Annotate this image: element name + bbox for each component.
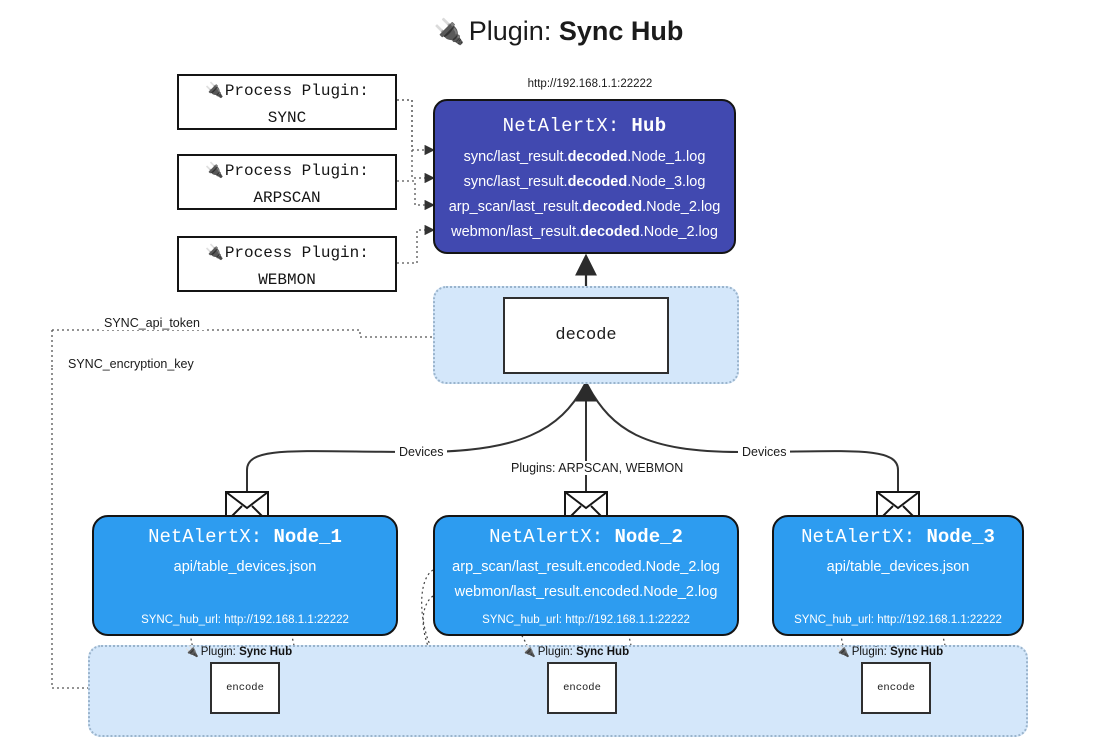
plug-icon: 🔌 bbox=[433, 18, 465, 46]
log-bold: decoded bbox=[580, 224, 640, 240]
process-plugin-label: Process Plugin: bbox=[224, 244, 369, 262]
process-plugin-sync[interactable]: 🔌Process Plugin: SYNC bbox=[177, 74, 397, 130]
process-plugin-label: Process Plugin: bbox=[224, 162, 369, 180]
log-post: .Node_3.log bbox=[627, 174, 706, 190]
hub-title: NetAlertX: Hub bbox=[435, 115, 734, 137]
node-box-node-3[interactable]: NetAlertX: Node_3 api/table_devices.json… bbox=[772, 515, 1024, 636]
process-plugin-arpscan[interactable]: 🔌Process Plugin: ARPSCAN bbox=[177, 154, 397, 210]
encode-caption-prefix: Plugin: bbox=[851, 646, 891, 658]
node-title-name: Node_3 bbox=[926, 526, 995, 548]
hub-log-line: webmon/last_result.decoded.Node_2.log bbox=[435, 220, 734, 245]
log-post: .Node_2.log bbox=[642, 199, 721, 215]
title-prefix: Plugin: bbox=[468, 16, 559, 46]
hub-url-label: http://192.168.1.1:22222 bbox=[527, 78, 653, 90]
log-post: .Node_1.log bbox=[627, 149, 706, 165]
log-pre: arp_scan/last_result. bbox=[448, 199, 583, 215]
node-title-name: Node_2 bbox=[614, 526, 683, 548]
hub-log-line: sync/last_result.decoded.Node_3.log bbox=[435, 170, 734, 195]
page-title: 🔌Plugin: Sync Hub bbox=[0, 16, 1117, 47]
encode-caption: 🔌Plugin: Sync Hub bbox=[836, 645, 943, 658]
encode-caption-name: Sync Hub bbox=[576, 646, 630, 658]
encode-box[interactable]: encode bbox=[210, 662, 280, 714]
log-pre: webmon/last_result. bbox=[451, 224, 581, 240]
log-post: .Node_2.log bbox=[639, 224, 718, 240]
log-pre: sync/last_result. bbox=[463, 174, 568, 190]
hub-box[interactable]: NetAlertX: Hub sync/last_result.decoded.… bbox=[433, 99, 736, 254]
encode-caption-prefix: Plugin: bbox=[537, 646, 577, 658]
plug-icon: 🔌 bbox=[205, 83, 224, 100]
process-plugin-name: SYNC bbox=[267, 109, 307, 127]
node-title-prefix: NetAlertX: bbox=[148, 526, 274, 548]
hub-title-prefix: NetAlertX: bbox=[502, 115, 632, 137]
log-bold: decoded bbox=[567, 174, 628, 190]
process-plugin-webmon[interactable]: 🔌Process Plugin: WEBMON bbox=[177, 236, 397, 292]
node-line: api/table_devices.json bbox=[826, 559, 970, 575]
node-hub-url: SYNC_hub_url: http://192.168.1.1:22222 bbox=[794, 614, 1002, 626]
label-sync-encryption-key: SYNC_encryption_key bbox=[64, 357, 198, 371]
log-pre: sync/last_result. bbox=[463, 149, 568, 165]
label-devices-left: Devices bbox=[395, 445, 448, 459]
encode-box[interactable]: encode bbox=[547, 662, 617, 714]
node-line: api/table_devices.json bbox=[173, 559, 317, 575]
node-line-list: arp_scan/last_result.encoded.Node_2.log … bbox=[435, 555, 737, 605]
node-line-list: api/table_devices.json bbox=[774, 555, 1022, 580]
decode-box[interactable]: decode bbox=[503, 297, 669, 374]
node-line-list: api/table_devices.json bbox=[94, 555, 396, 580]
node-hub-url: SYNC_hub_url: http://192.168.1.1:22222 bbox=[482, 614, 690, 626]
encode-caption: 🔌Plugin: Sync Hub bbox=[522, 645, 629, 658]
hub-log-line: sync/last_result.decoded.Node_1.log bbox=[435, 145, 734, 170]
plug-icon: 🔌 bbox=[185, 646, 199, 658]
node-line: arp_scan/last_result.encoded.Node_2.log bbox=[452, 559, 720, 575]
process-plugin-label: Process Plugin: bbox=[224, 82, 369, 100]
node-line: webmon/last_result.encoded.Node_2.log bbox=[454, 584, 718, 600]
node-title-name: Node_1 bbox=[273, 526, 342, 548]
encode-box[interactable]: encode bbox=[861, 662, 931, 714]
plug-icon: 🔌 bbox=[522, 646, 536, 658]
label-plugins: Plugins: ARPSCAN, WEBMON bbox=[507, 461, 688, 475]
node-box-node-1[interactable]: NetAlertX: Node_1 api/table_devices.json… bbox=[92, 515, 398, 636]
plug-icon: 🔌 bbox=[205, 245, 224, 262]
plug-icon: 🔌 bbox=[836, 646, 850, 658]
process-plugin-name: WEBMON bbox=[258, 271, 316, 289]
log-bold: decoded bbox=[582, 199, 643, 215]
hub-log-list: sync/last_result.decoded.Node_1.log sync… bbox=[435, 145, 734, 245]
hub-title-name: Hub bbox=[631, 115, 667, 137]
process-plugin-name: ARPSCAN bbox=[253, 189, 321, 207]
node-title-prefix: NetAlertX: bbox=[801, 526, 927, 548]
node-title-prefix: NetAlertX: bbox=[489, 526, 615, 548]
plug-icon: 🔌 bbox=[205, 163, 224, 180]
node-box-node-2[interactable]: NetAlertX: Node_2 arp_scan/last_result.e… bbox=[433, 515, 739, 636]
node-title: NetAlertX: Node_3 bbox=[774, 526, 1022, 548]
encode-caption: 🔌Plugin: Sync Hub bbox=[185, 645, 292, 658]
node-title: NetAlertX: Node_2 bbox=[435, 526, 737, 548]
hub-log-line: arp_scan/last_result.decoded.Node_2.log bbox=[435, 195, 734, 220]
label-sync-api-token: SYNC_api_token bbox=[100, 316, 204, 330]
encode-caption-name: Sync Hub bbox=[890, 646, 944, 658]
node-title: NetAlertX: Node_1 bbox=[94, 526, 396, 548]
label-devices-right: Devices bbox=[738, 445, 791, 459]
encode-caption-name: Sync Hub bbox=[239, 646, 293, 658]
log-bold: decoded bbox=[567, 149, 628, 165]
node-hub-url: SYNC_hub_url: http://192.168.1.1:22222 bbox=[141, 614, 349, 626]
title-name: Sync Hub bbox=[558, 16, 684, 46]
encode-caption-prefix: Plugin: bbox=[200, 646, 240, 658]
